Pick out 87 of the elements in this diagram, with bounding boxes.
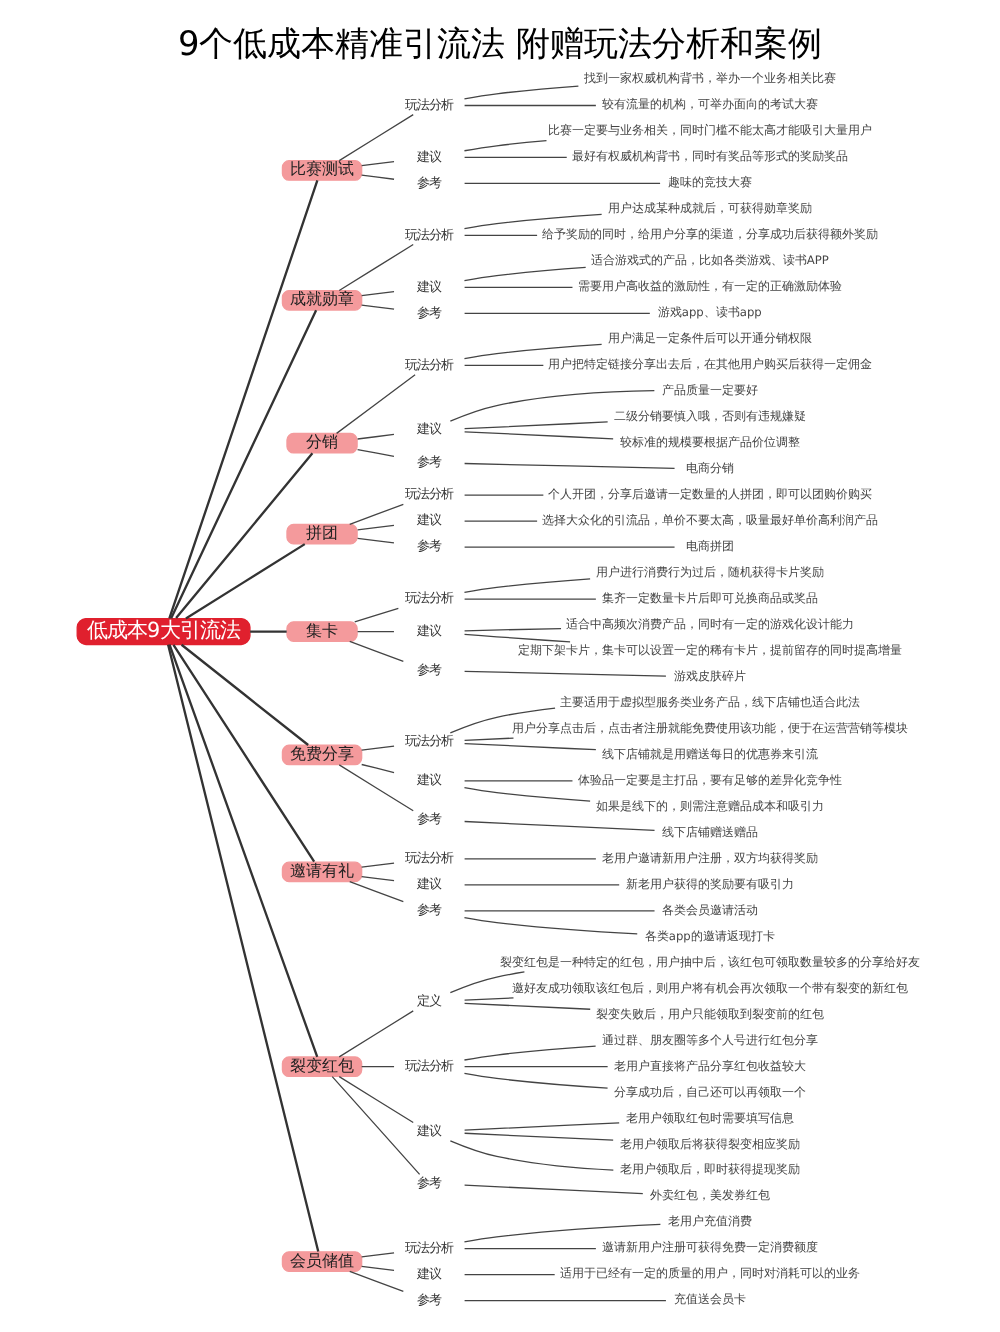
connector xyxy=(172,644,316,863)
connector xyxy=(463,1273,556,1276)
connector xyxy=(463,787,591,802)
connector xyxy=(356,448,395,458)
connector xyxy=(463,312,651,314)
connector xyxy=(463,1045,597,1061)
connector xyxy=(463,820,656,832)
connector xyxy=(463,1132,614,1141)
connector xyxy=(361,174,395,180)
connector xyxy=(361,304,395,310)
connector xyxy=(356,630,395,633)
connector xyxy=(349,503,404,525)
connector xyxy=(331,1076,421,1175)
connector xyxy=(463,633,571,643)
connector xyxy=(168,644,319,1058)
connector xyxy=(361,1252,395,1258)
connector xyxy=(463,578,591,594)
connector xyxy=(463,910,656,912)
connector xyxy=(463,1299,667,1302)
connector xyxy=(463,1223,662,1243)
node-box: 低成本9大引流法 xyxy=(76,617,251,646)
connector xyxy=(250,630,287,633)
connector xyxy=(463,104,597,107)
connector xyxy=(449,390,655,422)
connector xyxy=(463,1247,597,1250)
connector xyxy=(463,627,562,632)
connector xyxy=(338,113,414,162)
connector xyxy=(361,1265,395,1271)
connector xyxy=(361,862,395,868)
connector xyxy=(463,997,515,1001)
connector xyxy=(175,452,314,619)
connector xyxy=(463,462,676,470)
connector xyxy=(463,670,667,677)
connector xyxy=(335,374,416,434)
connector xyxy=(168,180,319,619)
connector xyxy=(338,764,414,812)
connector xyxy=(463,421,609,430)
connector xyxy=(463,742,597,751)
connector xyxy=(463,1072,609,1089)
connector xyxy=(463,431,614,440)
connector xyxy=(463,140,548,152)
connector xyxy=(338,1075,414,1124)
connector xyxy=(349,640,404,663)
connector xyxy=(463,286,574,288)
connector xyxy=(361,290,395,297)
connector xyxy=(338,243,414,292)
connector xyxy=(361,745,395,751)
connector xyxy=(463,266,587,282)
connector xyxy=(463,598,597,600)
connector xyxy=(463,780,574,782)
connector xyxy=(463,343,603,360)
connector xyxy=(449,1140,614,1171)
connector xyxy=(167,644,320,1252)
connector xyxy=(463,364,544,366)
connector xyxy=(463,85,580,100)
connector xyxy=(463,858,597,860)
connector xyxy=(361,763,395,774)
connector xyxy=(463,1122,620,1131)
connector xyxy=(349,1270,404,1292)
connector xyxy=(463,884,620,886)
connector xyxy=(463,1184,644,1195)
connector xyxy=(356,433,395,440)
connector xyxy=(356,537,395,544)
connector xyxy=(449,707,556,734)
connector xyxy=(356,524,395,531)
connector xyxy=(463,182,661,185)
connector xyxy=(185,543,306,620)
connector xyxy=(463,737,515,742)
connector xyxy=(463,916,638,935)
connector xyxy=(463,520,538,522)
connector xyxy=(463,494,544,496)
connector xyxy=(463,156,568,159)
connector xyxy=(463,546,676,548)
connector xyxy=(361,876,395,882)
connector xyxy=(361,161,395,167)
connector xyxy=(463,1002,591,1010)
connector xyxy=(463,213,603,230)
connector xyxy=(463,1066,609,1068)
connector xyxy=(449,971,526,994)
connector xyxy=(361,1066,395,1068)
connector xyxy=(180,643,309,746)
connector xyxy=(354,607,399,623)
connector xyxy=(463,234,538,237)
connector xyxy=(338,1010,414,1058)
diagram-title: 9个低成本精准引流法 附赠玩法分析和案例 xyxy=(177,22,823,63)
connector xyxy=(170,309,318,619)
connector xyxy=(349,881,404,903)
